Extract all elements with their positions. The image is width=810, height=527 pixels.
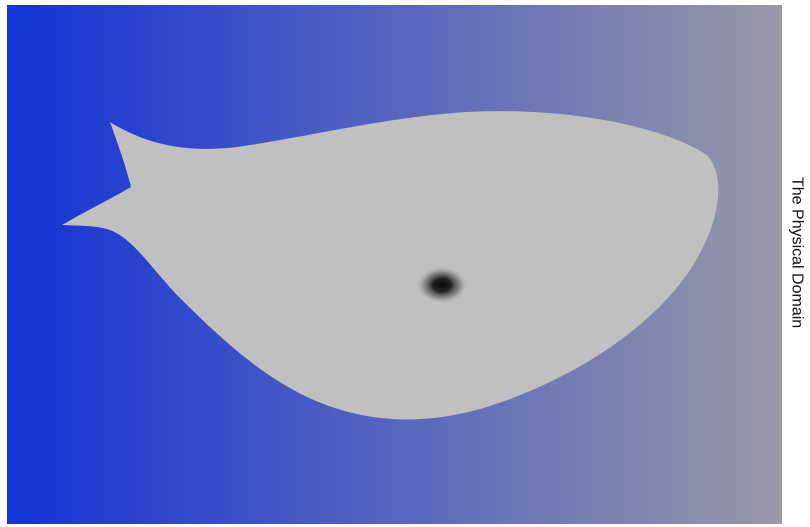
- domain-canvas: [7, 5, 782, 524]
- dark-spot: [416, 266, 468, 304]
- side-caption: The Physical Domain: [783, 5, 810, 524]
- caption-text: The Physical Domain: [789, 177, 805, 328]
- domain-panel: [7, 5, 782, 524]
